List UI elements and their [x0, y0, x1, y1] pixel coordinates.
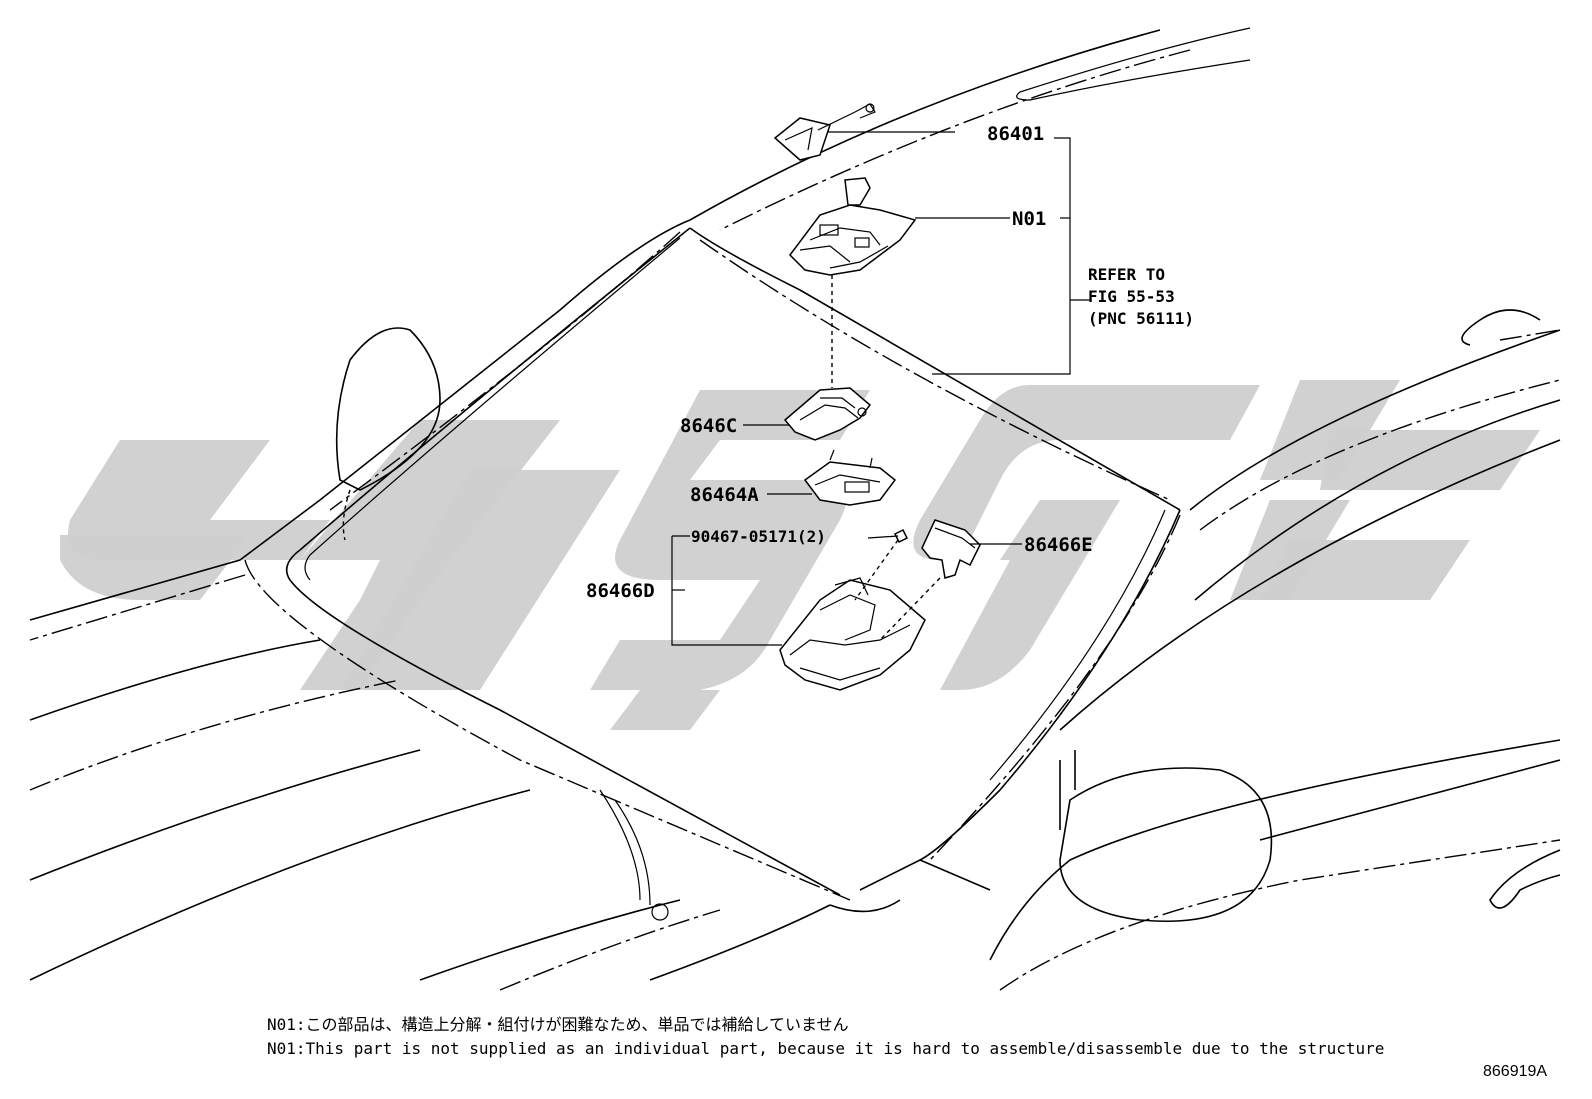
part-90467-clip: [893, 528, 909, 544]
leader-lines: [671, 131, 1090, 646]
assembly-line-86466e: [879, 577, 941, 641]
note-japanese: N01:この部品は、構造上分解・組付けが困難なため、単品では補給していません: [267, 1015, 849, 1034]
part-86466e: [921, 519, 981, 579]
part-86401: [773, 103, 876, 161]
part-n01: [789, 177, 917, 276]
note-english: N01:This part is not supplied as an indi…: [267, 1039, 1384, 1058]
part-86464a: [803, 449, 897, 506]
car-body-outline: [29, 27, 1561, 991]
callout-n01: N01: [1012, 208, 1046, 230]
part-86466d: [779, 577, 926, 691]
callout-86401: 86401: [987, 123, 1044, 145]
part-8646c: [783, 387, 872, 441]
callout-86466e: 86466E: [1024, 534, 1093, 556]
callout-8646c: 8646C: [680, 415, 737, 437]
refer-line-1: REFER TO: [1088, 265, 1165, 284]
figure-id: 866919A: [1483, 1063, 1547, 1080]
refer-line-2: FIG 55-53: [1088, 287, 1175, 306]
callout-86466d: 86466D: [586, 580, 655, 602]
callout-86464a: 86464A: [690, 484, 759, 506]
refer-line-3: (PNC 56111): [1088, 309, 1194, 328]
callout-90467-05171: 90467-05171(2): [691, 527, 826, 546]
